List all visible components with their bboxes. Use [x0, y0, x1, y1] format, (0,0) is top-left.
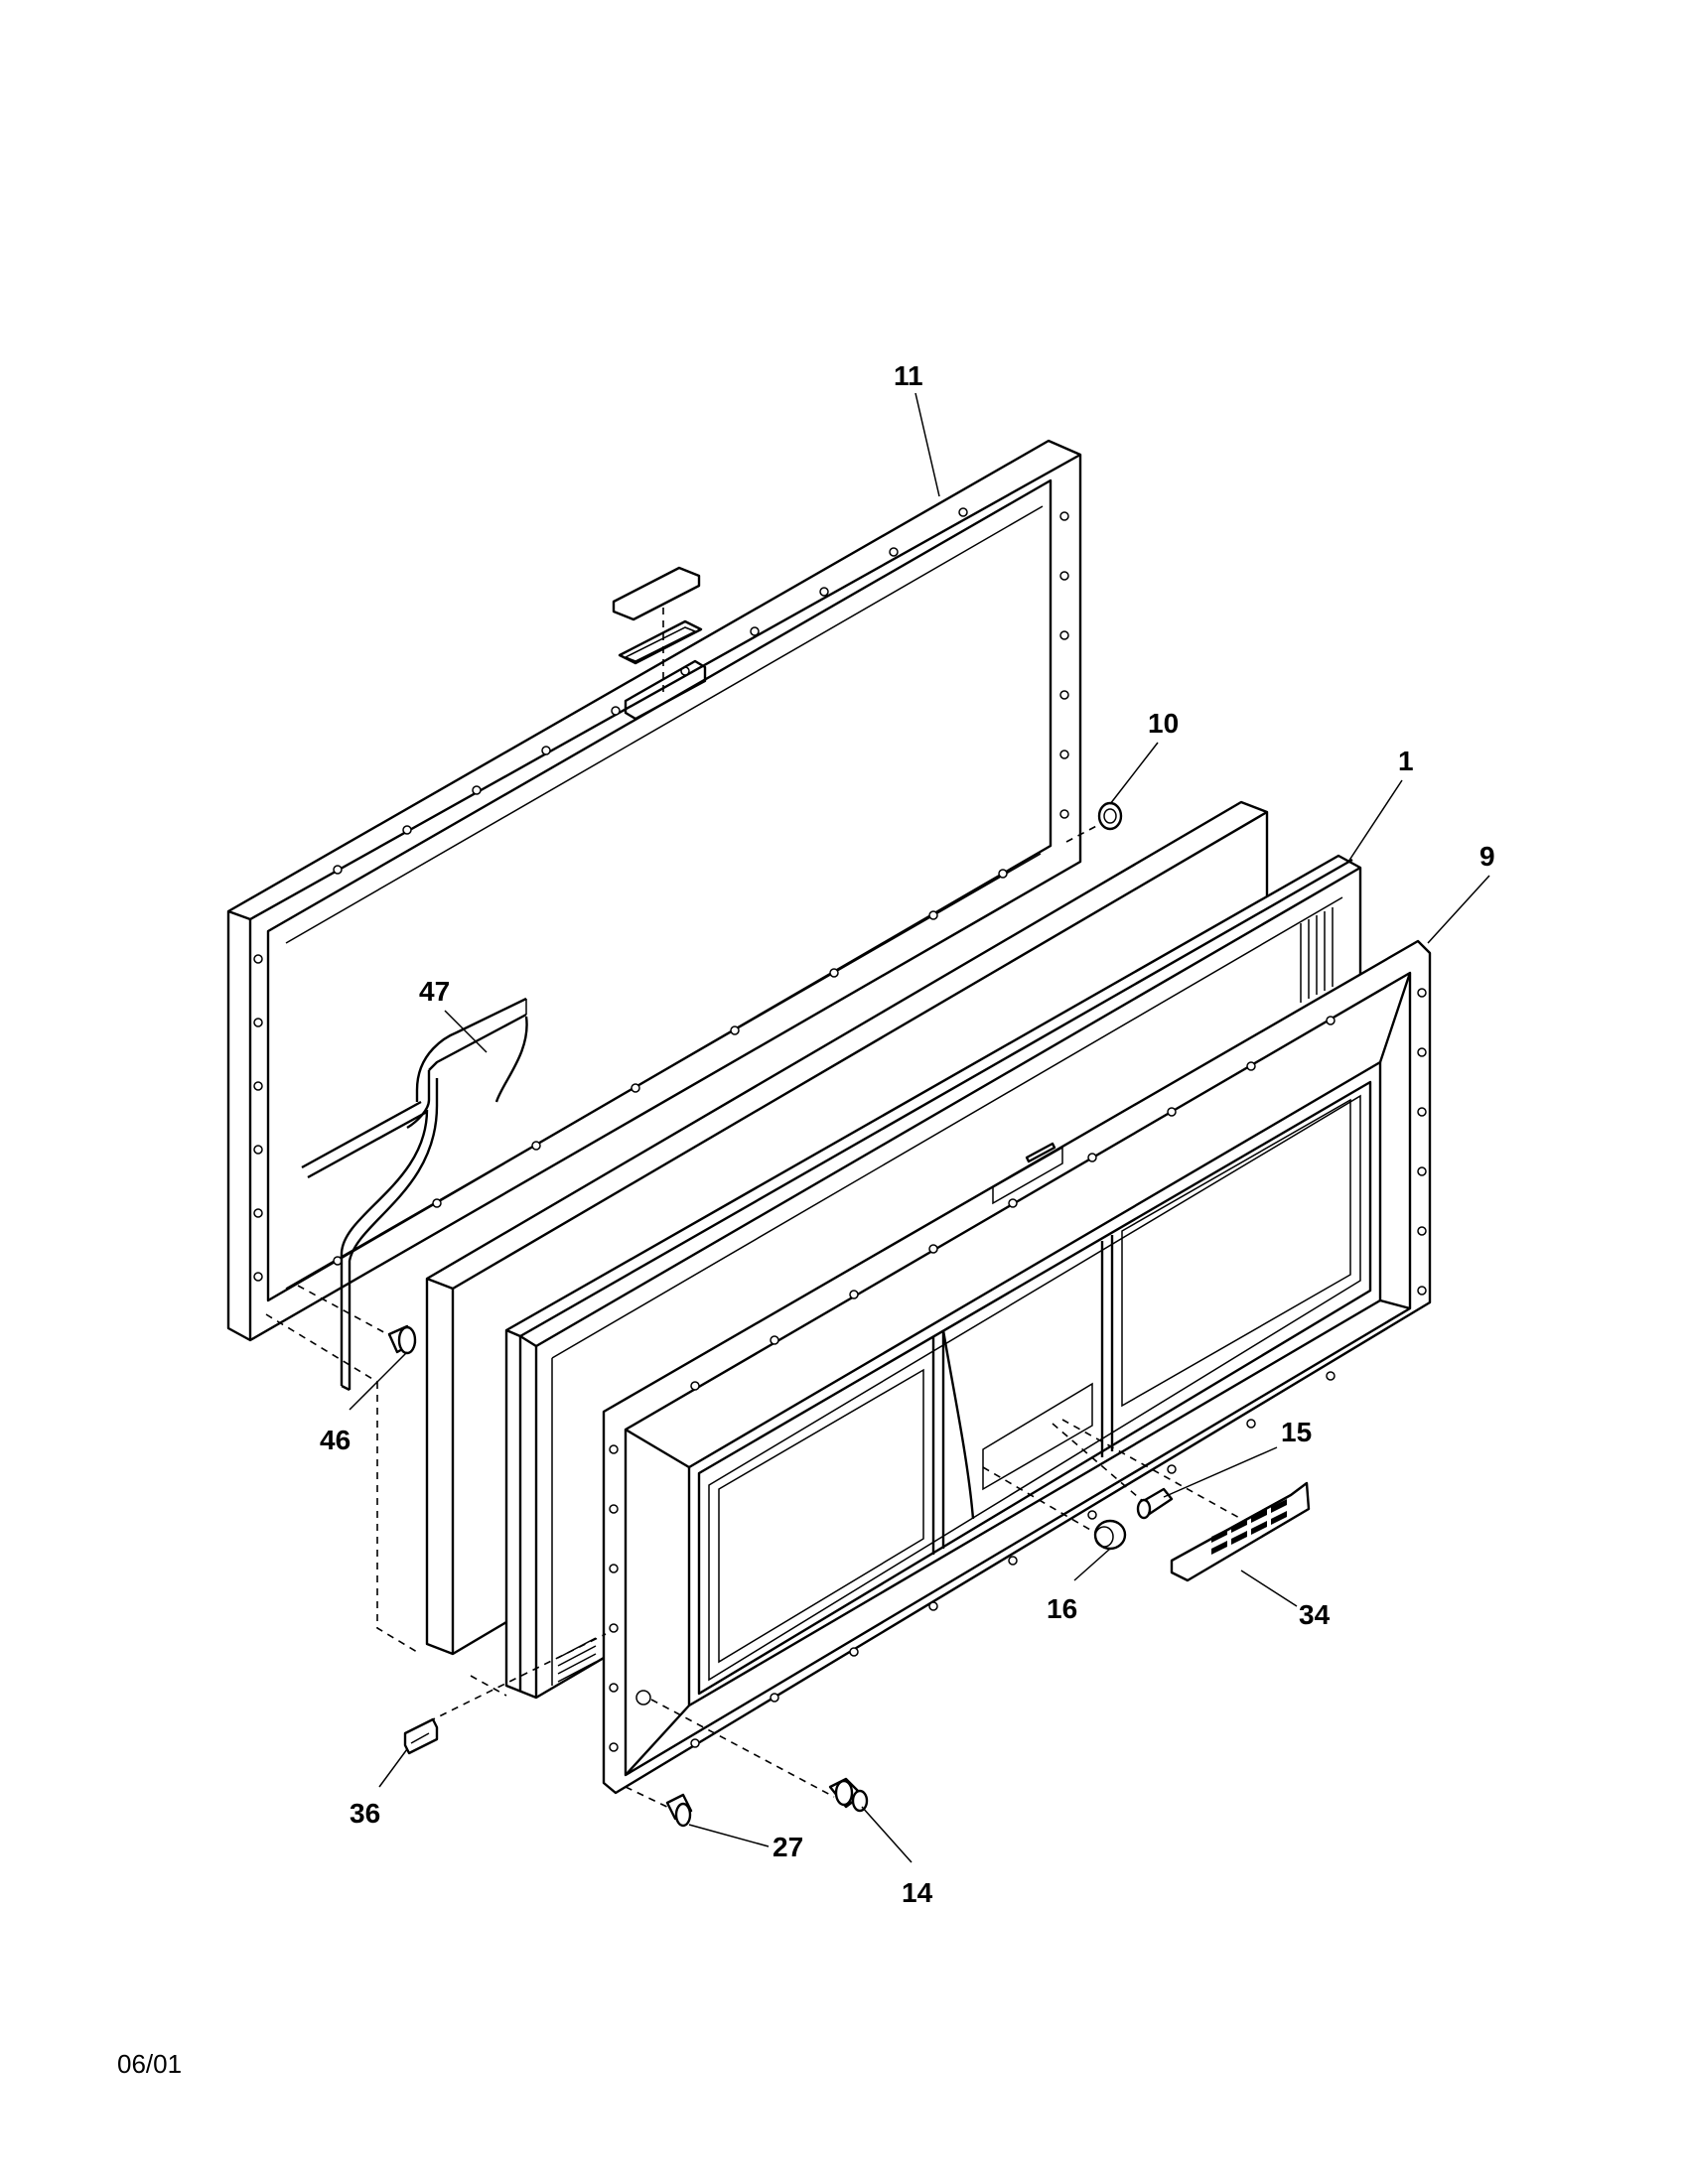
part-15-shaft — [1052, 1423, 1174, 1520]
callout-47: 47 — [419, 976, 450, 1007]
callout-27: 27 — [773, 1832, 803, 1862]
callout-10: 10 — [1148, 708, 1179, 739]
panel-holes — [609, 988, 1427, 1752]
callout-36: 36 — [350, 1798, 380, 1829]
callout-34: 34 — [1299, 1599, 1331, 1630]
part-36-clip — [265, 1313, 607, 1755]
part-9-front-panel — [602, 939, 1432, 1795]
callout-11: 11 — [894, 360, 923, 391]
callout-labels: 11 10 1 9 47 46 15 16 34 36 27 14 — [320, 360, 1495, 1908]
door-vents — [557, 907, 1334, 1683]
part-47-wire — [301, 997, 528, 1392]
part-14-hinge-pin — [650, 1699, 869, 1813]
handle-pocket — [612, 566, 707, 721]
leader-lines — [349, 392, 1490, 1863]
callout-1: 1 — [1398, 746, 1414, 776]
part-34-grille — [1061, 1419, 1311, 1582]
part-46-screw — [297, 1285, 417, 1355]
footer-date: 06/01 — [117, 2049, 183, 2079]
part-11-gasket-frame — [226, 439, 1082, 1342]
callout-46: 46 — [320, 1425, 351, 1455]
part-27-screw — [625, 1786, 693, 1828]
frame-holes — [253, 507, 1069, 1282]
callout-14: 14 — [902, 1877, 933, 1908]
callout-16: 16 — [1047, 1593, 1077, 1624]
grille-slots — [1211, 1499, 1287, 1555]
callout-9: 9 — [1479, 841, 1495, 872]
callout-15: 15 — [1281, 1417, 1312, 1447]
